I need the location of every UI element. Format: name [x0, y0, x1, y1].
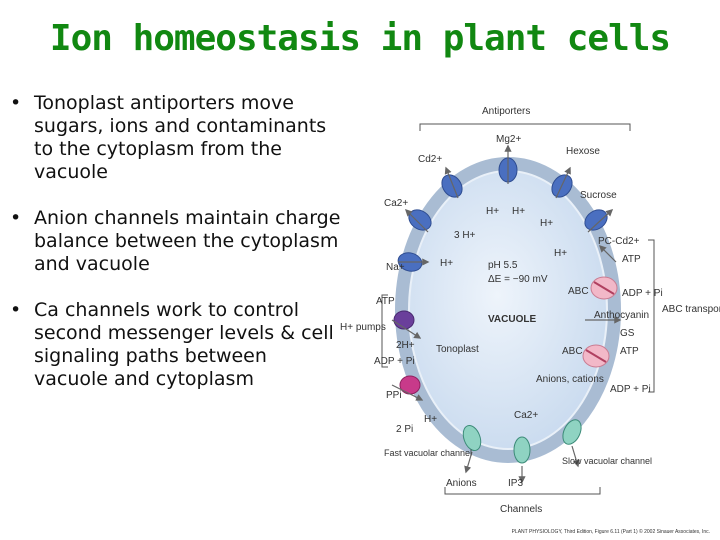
label-channels: Channels: [500, 504, 542, 515]
label-two-h: 2H+: [396, 340, 415, 351]
bullet-icon: •: [10, 92, 22, 114]
label-atp-2: ATP: [620, 346, 639, 357]
label-gs: GS: [620, 328, 635, 339]
bullet-item: • Ca channels work to control second mess…: [8, 299, 343, 391]
bullet-list: • Tonoplast antiporters move sugars, ions…: [8, 92, 343, 414]
flux-arrows: [391, 144, 622, 484]
label-cd: Cd2+: [418, 154, 442, 165]
label-three-h: 3 H+: [454, 230, 476, 241]
label-adp-left: ADP + Pi: [374, 356, 415, 367]
bullet-text: Ca channels work to control second messe…: [34, 299, 334, 390]
label-abc-transporters: ABC transporters: [662, 304, 720, 315]
label-anions-cations: Anions, cations: [536, 374, 604, 385]
label-vacuole: VACUOLE: [488, 314, 536, 325]
label-ph: pH 5.5: [488, 260, 518, 271]
page-title: Ion homeostasis in plant cells: [49, 18, 671, 59]
label-ppi: PPi: [386, 390, 402, 401]
vacuole-membrane: [395, 157, 621, 463]
bullet-item: • Tonoplast antiporters move sugars, ions…: [8, 92, 343, 184]
abc-transporter-upper: [590, 276, 618, 300]
abc-transporter-lower: [582, 344, 610, 368]
label-two-pi: 2 Pi: [396, 424, 413, 435]
label-fast-vacuolar: Fast vacuolar channel: [384, 448, 472, 458]
label-delta-e: ΔE = −90 mV: [488, 274, 548, 285]
label-abc-2: ABC: [562, 346, 583, 357]
label-h-b: H+: [512, 206, 525, 217]
h-ppase-pump: [399, 375, 421, 395]
label-h-na: H+: [440, 258, 453, 269]
h-atpase-pump: [393, 310, 415, 330]
label-atp-1: ATP: [622, 254, 641, 265]
label-sucrose: Sucrose: [580, 190, 617, 201]
bullet-item: • Anion channels maintain charge balance …: [8, 207, 343, 276]
label-pc-cd: PC-Cd2+: [598, 236, 640, 247]
label-adp-pi-1: ADP + Pi: [622, 288, 663, 299]
label-h-low: H+: [424, 414, 437, 425]
bullet-icon: •: [10, 299, 22, 321]
label-hexose: Hexose: [566, 146, 600, 157]
label-h-c: H+: [540, 218, 553, 229]
label-tonoplast: Tonoplast: [436, 344, 479, 355]
label-anions: Anions: [446, 478, 477, 489]
label-slow-vacuolar: Slow vacuolar channel: [562, 456, 652, 466]
label-antiporters: Antiporters: [482, 106, 530, 117]
antiporter-cd: [441, 174, 463, 198]
label-ip3: IP3: [508, 478, 523, 489]
label-h-right: H+: [554, 248, 567, 259]
label-h-pumps: H+ pumps: [340, 322, 386, 333]
bullet-text: Anion channels maintain charge balance b…: [34, 207, 341, 275]
bullet-text: Tonoplast antiporters move sugars, ions …: [34, 92, 327, 183]
label-atp-left: ATP: [376, 296, 395, 307]
bullet-icon: •: [10, 207, 22, 229]
channel-fast-vacuolar: [462, 424, 482, 452]
label-na: Na+: [386, 262, 405, 273]
channel-slow-vacuolar: [562, 419, 582, 445]
label-ca-top: Ca2+: [384, 198, 408, 209]
label-h-a: H+: [486, 206, 499, 217]
figure-credit: PLANT PHYSIOLOGY, Third Edition, Figure …: [512, 528, 710, 535]
abc-transporters-bracket: [648, 239, 655, 393]
antiporters-bracket: [419, 123, 631, 131]
label-ca-low: Ca2+: [514, 410, 538, 421]
abc-transporters-text: ABC transporters: [662, 304, 720, 315]
label-anthocyanin: Anthocyanin: [594, 310, 649, 321]
label-adp-pi-2: ADP + Pi: [610, 384, 651, 395]
channel-anions: [513, 436, 531, 464]
label-mg: Mg2+: [496, 134, 521, 145]
channels-bracket: [444, 487, 601, 495]
pumps-bracket: [381, 294, 388, 368]
label-abc-1: ABC: [568, 286, 589, 297]
